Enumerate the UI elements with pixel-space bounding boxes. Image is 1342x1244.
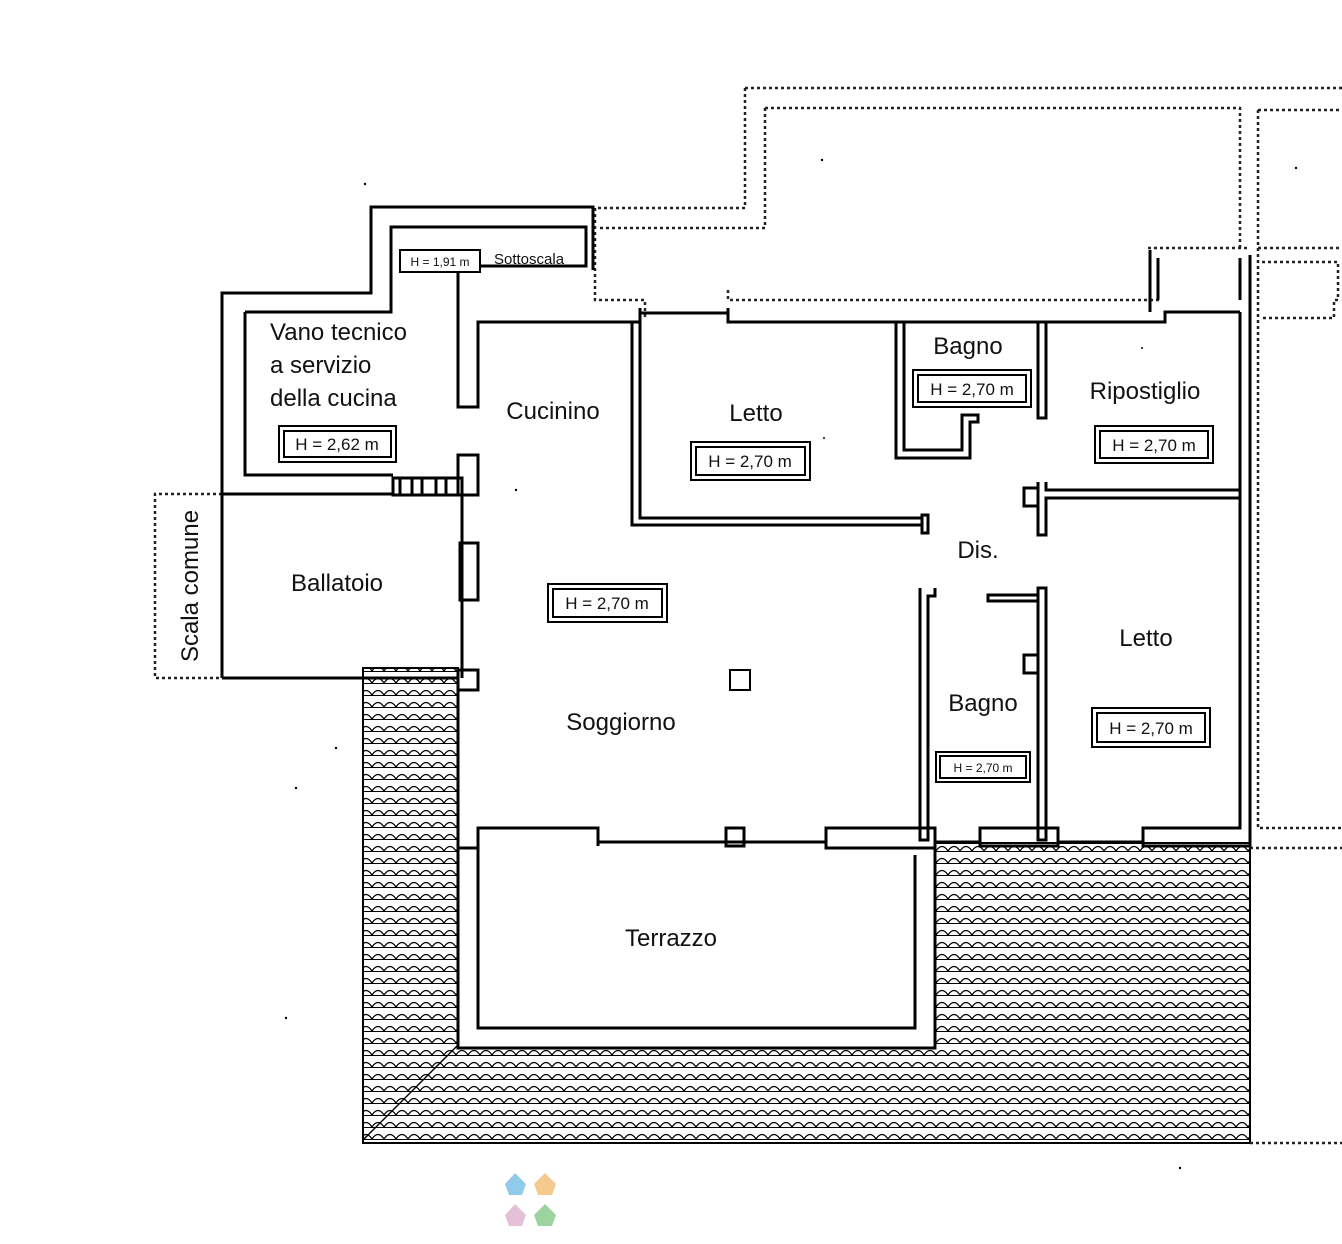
soggiorno-height: H = 2,70 m — [565, 594, 649, 613]
cucinino-label: Cucinino — [506, 398, 599, 425]
watermark-logo — [505, 1173, 556, 1226]
cucinino-room: Cucinino — [506, 398, 599, 425]
interior-walls — [630, 322, 1242, 848]
neighbour-outlines — [153, 86, 1342, 1145]
letto-2-room: Letto H = 2,70 m — [1091, 625, 1211, 748]
ripostiglio-room: Ripostiglio H = 2,70 m — [1090, 378, 1214, 464]
ripostiglio-label: Ripostiglio — [1090, 378, 1201, 405]
letto-2-label: Letto — [1119, 625, 1172, 652]
letto-1-room: Letto H = 2,70 m — [690, 400, 811, 481]
soggiorno-label: Soggiorno — [566, 709, 675, 736]
bagno-1-label: Bagno — [933, 333, 1002, 360]
scan-specks — [284, 158, 1298, 1170]
terrazzo-label: Terrazzo — [625, 925, 717, 952]
sottoscala-height: H = 1,91 m — [410, 255, 469, 269]
letto-1-height: H = 2,70 m — [708, 452, 792, 471]
bagno-2-room: Bagno H = 2,70 m — [935, 690, 1031, 783]
logo-blue-pentagon — [505, 1173, 526, 1195]
sottoscala-label: Sottoscala — [494, 251, 565, 268]
bagno-1-room: Bagno H = 2,70 m — [912, 333, 1032, 408]
logo-orange-pentagon — [534, 1173, 556, 1195]
vano-tecnico-label-line-3: della cucina — [270, 385, 397, 412]
letto-1-label: Letto — [729, 400, 782, 427]
ballatoio-label: Ballatoio — [291, 570, 383, 597]
sottoscala-room: H = 1,91 m Sottoscala — [399, 249, 565, 273]
ripostiglio-height: H = 2,70 m — [1112, 436, 1196, 455]
scala-comune-area: Scala comune — [177, 510, 204, 662]
vano-tecnico-label-line-1: Vano tecnico — [270, 319, 407, 346]
vano-tecnico-label-line-2: a servizio — [270, 352, 371, 379]
letto-2-height: H = 2,70 m — [1109, 719, 1193, 738]
soggiorno-room: H = 2,70 m Soggiorno — [547, 583, 676, 736]
entrance-elements — [391, 453, 480, 692]
ballatoio-room: Ballatoio — [291, 570, 383, 597]
logo-pink-pentagon — [505, 1204, 526, 1226]
terrazzo-area: Terrazzo — [625, 925, 717, 952]
scala-comune-label: Scala comune — [177, 510, 204, 662]
disimpegno-label: Dis. — [957, 537, 998, 564]
vano-tecnico-room: Vano tecnico a servizio della cucina H =… — [270, 319, 407, 463]
logo-green-pentagon — [534, 1204, 556, 1226]
exterior-walls — [220, 205, 1252, 1050]
bagno-1-height: H = 2,70 m — [930, 380, 1014, 399]
bagno-2-height: H = 2,70 m — [953, 761, 1012, 775]
vano-tecnico-height: H = 2,62 m — [295, 435, 379, 454]
bagno-2-label: Bagno — [948, 690, 1017, 717]
disimpegno-room: Dis. — [957, 537, 998, 564]
